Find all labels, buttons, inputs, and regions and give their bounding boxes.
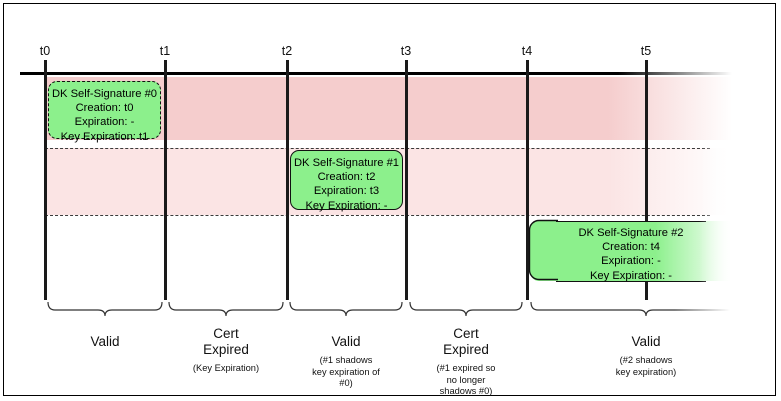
signature-0-key-expiration: Key Expiration: t1 <box>60 130 149 143</box>
interval-note-t3-t4: (#1 expired so no longer shadows #0) <box>436 363 496 396</box>
tick-line-t2 <box>286 60 289 300</box>
brace-t1-t2 <box>168 301 284 317</box>
interval-note-t1-t2: (Key Expiration) <box>192 363 260 373</box>
signature-box-2-top-border <box>556 220 706 222</box>
brace-t3-t4 <box>409 301 523 317</box>
interval-label-t1-t2: Cert Expired (Key Expiration) <box>193 326 259 375</box>
interval-status-t2-t3: Valid <box>331 334 361 349</box>
brace-t4-onward <box>530 301 732 317</box>
interval-label-t3-t4: Cert Expired (#1 expired so no longer sh… <box>437 326 496 398</box>
signature-0-title: DK Self-Signature #0 <box>51 88 158 100</box>
brace-t2-t3 <box>289 301 403 317</box>
tick-line-t1 <box>164 60 167 300</box>
diagram-frame <box>3 3 776 396</box>
signature-1-creation: Creation: t2 <box>317 171 376 184</box>
signature-1-expiration: Expiration: t3 <box>313 185 380 198</box>
interval-label-t0-t1: Valid <box>90 334 119 350</box>
signature-box-2-fade-mask <box>640 217 735 285</box>
signature-0-creation: Creation: t0 <box>75 102 134 115</box>
interval-status2-t3-t4: Expired <box>443 342 489 357</box>
tick-label-t4: t4 <box>521 44 533 58</box>
interval-status-t3-t4: Cert <box>453 326 479 341</box>
tick-line-t4 <box>526 60 529 300</box>
brace-t0-t1 <box>47 301 163 317</box>
timeline-axis <box>20 72 732 75</box>
interval-status2-t1-t2: Expired <box>203 342 249 357</box>
tick-label-t5: t5 <box>640 44 652 58</box>
signature-1-key-expiration: Key Expiration: - <box>305 199 388 212</box>
tick-line-t3 <box>405 60 408 300</box>
tick-label-t1: t1 <box>159 44 171 58</box>
signature-0-expiration: Expiration: - <box>74 116 135 129</box>
band-shadowed-bottom-dash <box>45 215 710 216</box>
signature-box-2-left-border <box>528 219 558 281</box>
interval-note-t4-onward: (#2 shadows key expiration) <box>615 355 677 377</box>
tick-label-t2: t2 <box>281 44 293 58</box>
interval-label-t4-onward: Valid (#2 shadows key expiration) <box>616 334 676 378</box>
signature-1-title: DK Self-Signature #1 <box>293 157 400 169</box>
interval-note-t2-t3: (#1 shadows key expiration of #0) <box>312 355 380 388</box>
tick-label-t0: t0 <box>39 44 51 58</box>
tick-line-t0 <box>44 60 47 300</box>
interval-status-t1-t2: Cert <box>213 326 239 341</box>
interval-label-t2-t3: Valid (#1 shadows key expiration of #0) <box>312 334 380 390</box>
interval-status-t4-onward: Valid <box>631 334 661 349</box>
signature-box-2-bottom-border <box>556 280 706 282</box>
band-shadowed-top-dash <box>45 148 710 149</box>
interval-status-t0-t1: Valid <box>90 334 120 349</box>
tick-label-t3: t3 <box>400 44 412 58</box>
signature-box-1[interactable]: DK Self-Signature #1 Creation: t2 Expira… <box>290 150 403 212</box>
signature-box-0[interactable]: DK Self-Signature #0 Creation: t0 Expira… <box>48 81 161 143</box>
band-dash-fade-mask <box>600 144 732 220</box>
tick-line-t5 <box>645 60 648 300</box>
